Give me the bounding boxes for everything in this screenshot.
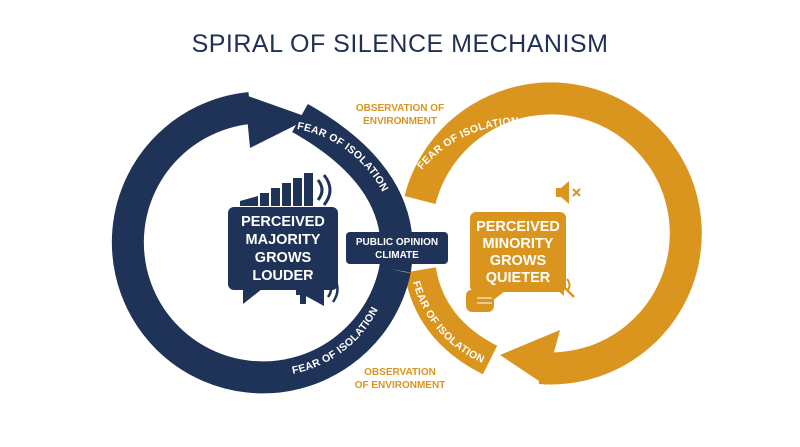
majority-bubble: PERCEIVED MAJORITY GROWS LOUDER	[228, 207, 338, 304]
minority-line3: GROWS	[490, 253, 547, 269]
mute-speaker-icon	[556, 181, 581, 204]
observation-bottom-line1: OBSERVATION	[364, 367, 436, 378]
majority-line1: PERCEIVED	[241, 214, 325, 230]
minority-arrowhead	[500, 330, 560, 385]
majority-line3: GROWS	[255, 250, 312, 266]
megaphone-icon	[296, 272, 339, 306]
page-title: SPIRAL OF SILENCE MECHANISM	[191, 30, 609, 58]
public-opinion-box: PUBLIC OPINION CLIMATE	[346, 232, 448, 264]
muted-speaker-icon	[548, 271, 575, 298]
observation-top-line1: OBSERVATION OF	[356, 103, 444, 114]
observation-top-line2: ENVIRONMENT	[363, 116, 437, 127]
minority-ring-tail	[404, 266, 498, 375]
majority-arrowhead	[245, 95, 310, 148]
majority-line2: MAJORITY	[246, 232, 321, 248]
observation-bottom-line2: OF ENVIRONMENT	[355, 380, 446, 391]
minority-loop	[404, 82, 702, 385]
minority-line4: QUIETER	[486, 270, 551, 286]
minority-line1: PERCEIVED	[476, 219, 560, 235]
center-line1: PUBLIC OPINION	[356, 237, 438, 248]
minority-line2: MINORITY	[483, 236, 554, 252]
majority-line4: LOUDER	[252, 268, 314, 284]
majority-ring	[111, 92, 411, 394]
volume-bars-icon	[240, 173, 332, 206]
center-line2: CLIMATE	[375, 250, 419, 261]
minority-ring	[404, 82, 702, 385]
shush-hand-icon	[466, 281, 494, 312]
